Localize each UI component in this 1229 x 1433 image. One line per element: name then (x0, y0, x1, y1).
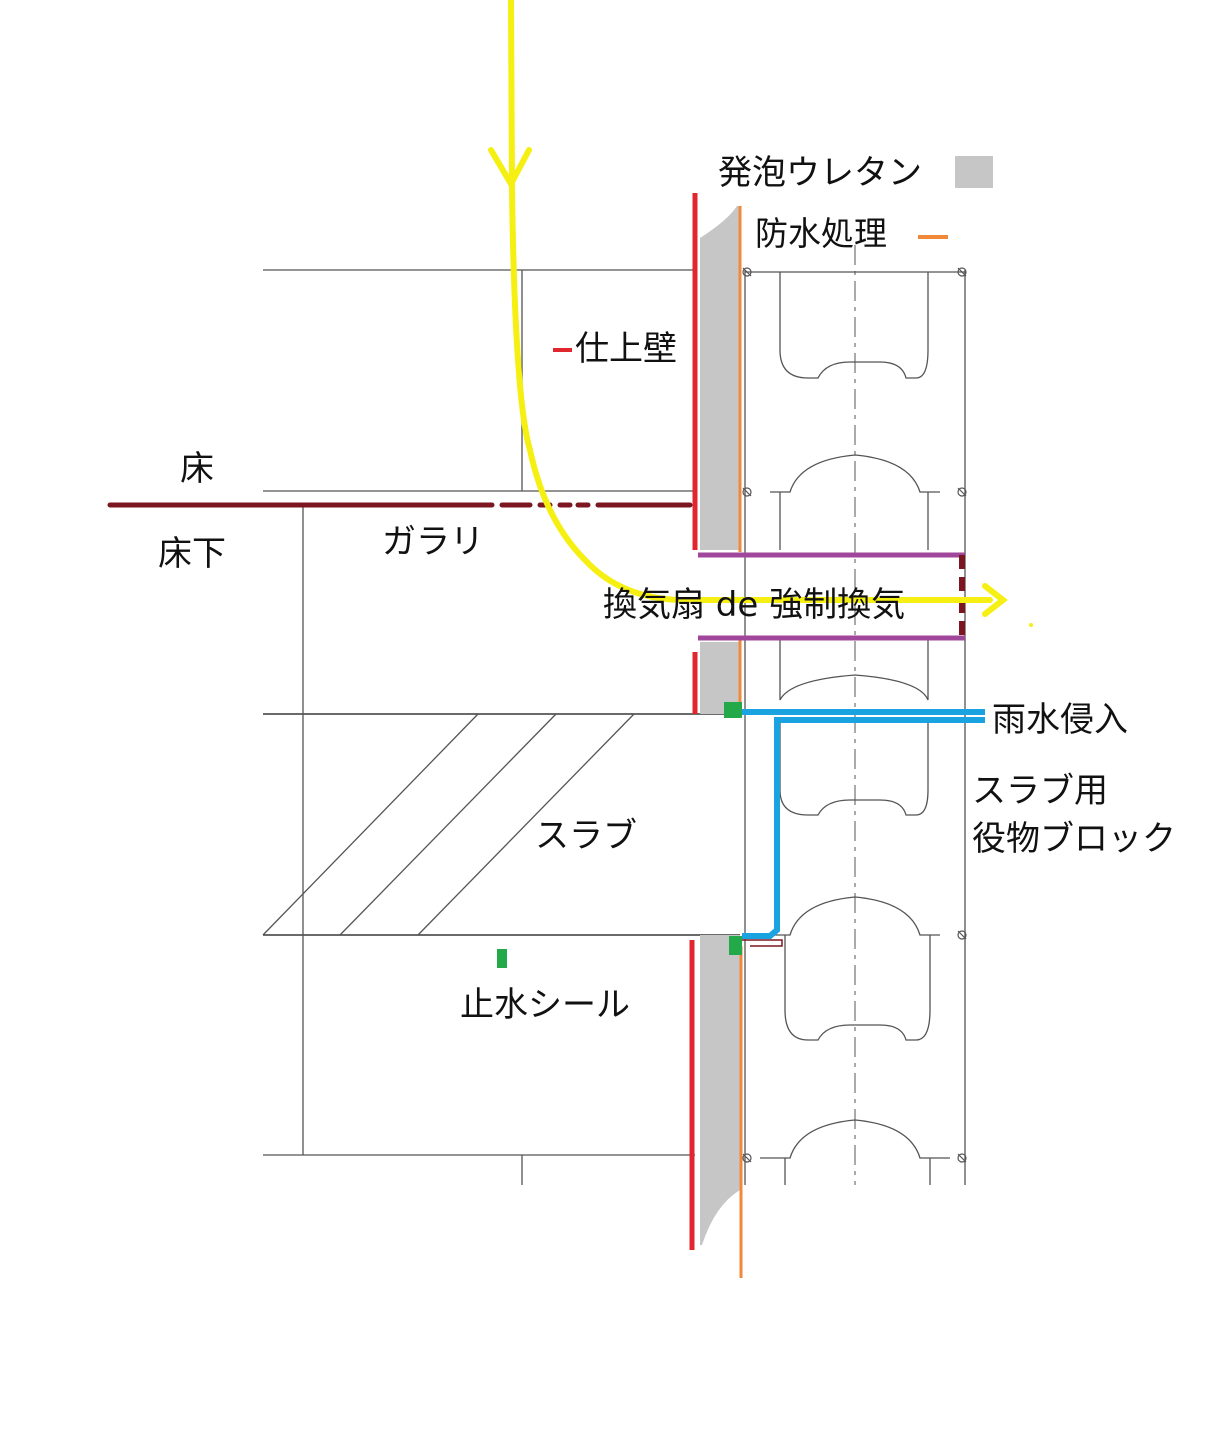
rain-path (740, 709, 985, 939)
rain-intrusion-label: 雨水侵入 (992, 700, 1128, 740)
finish-wall-label: 仕上壁 (575, 329, 677, 369)
water-seal-swatch (497, 949, 507, 968)
slab-block-label-line1: スラブ用 (972, 771, 1108, 811)
slab-label: スラブ (535, 816, 637, 856)
urethane-label: 発泡ウレタン (718, 153, 922, 193)
finish-wall (689, 193, 698, 1250)
water-seals (724, 702, 742, 955)
water-seal-label: 止水シール (460, 985, 630, 1025)
urethane-foam (700, 206, 740, 1245)
slab-edge-detail (742, 939, 783, 947)
drawing-lines (262, 245, 967, 1185)
gallery-label: ガラリ (382, 522, 484, 562)
anchor-marks (742, 267, 967, 1163)
waterproofing-line (738, 206, 743, 1278)
waterproofing-label: 防水処理 (755, 214, 887, 253)
airflow-path (488, 0, 1008, 617)
slab-block-label-line2: 役物ブロック (972, 819, 1176, 859)
floor-label: 床 (180, 449, 214, 489)
urethane-swatch (955, 156, 993, 188)
under-floor-label: 床下 (158, 534, 226, 574)
vent-duct (698, 552, 965, 641)
fan-label: 換気扇 de 強制換気 (603, 585, 905, 625)
airflow-stray-dot (1029, 623, 1033, 627)
